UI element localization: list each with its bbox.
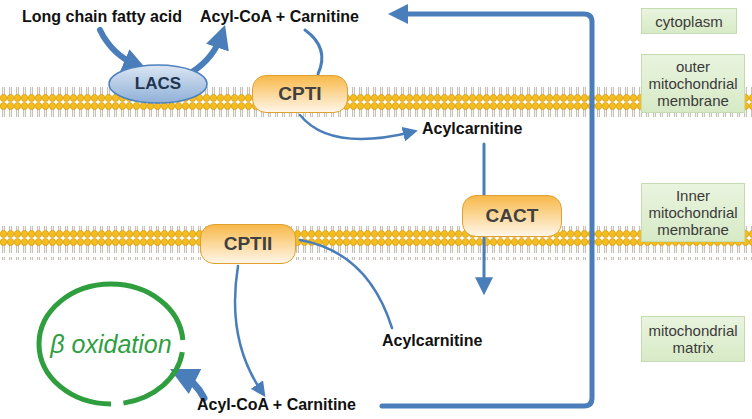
to-beta-arrow [180,374,204,398]
carnitine-return-arrow [382,14,592,406]
node-text: CPTI [278,83,321,105]
region-label-box: outer mitochondrial membrane [641,54,745,113]
node-text: Inner mitochondrial membrane [647,187,739,238]
node-text: mitochondrial matrix [647,322,739,356]
enzyme-box: CPTI [252,75,348,113]
enzyme-box: CPTII [200,224,296,264]
activation-arrow [192,34,222,72]
node-text: LACS [135,74,181,94]
cpt1-input-line [305,30,322,74]
molecule-label: Acyl-CoA + Carnitine [197,396,356,414]
molecule-label: Acylcarnitine [382,332,482,350]
molecule-label: Acyl-CoA + Carnitine [200,8,359,26]
node-text: outer mitochondrial membrane [647,58,739,109]
molecule-label: Acylcarnitine [422,120,522,138]
region-label-box: cytoplasm [641,8,737,34]
region-label-box: Inner mitochondrial membrane [641,183,745,242]
node-text: CPTII [224,233,273,255]
uptake-arrow [100,30,138,66]
cpt1-output-arrow [300,115,412,139]
node-text: CACT [486,205,539,227]
cpt2-output-arrow [235,266,262,392]
node-text: β oxidation [50,330,171,359]
cycle-circle: β oxidation [35,280,187,408]
region-label-box: mitochondrial matrix [641,316,745,362]
inner-membrane [0,226,752,260]
cpt2-input-line [300,240,392,328]
enzyme-box: CACT [462,195,562,237]
molecule-label: Long chain fatty acid [22,8,182,26]
enzyme-ellipse: LACS [108,64,208,104]
node-text: cytoplasm [655,13,723,30]
